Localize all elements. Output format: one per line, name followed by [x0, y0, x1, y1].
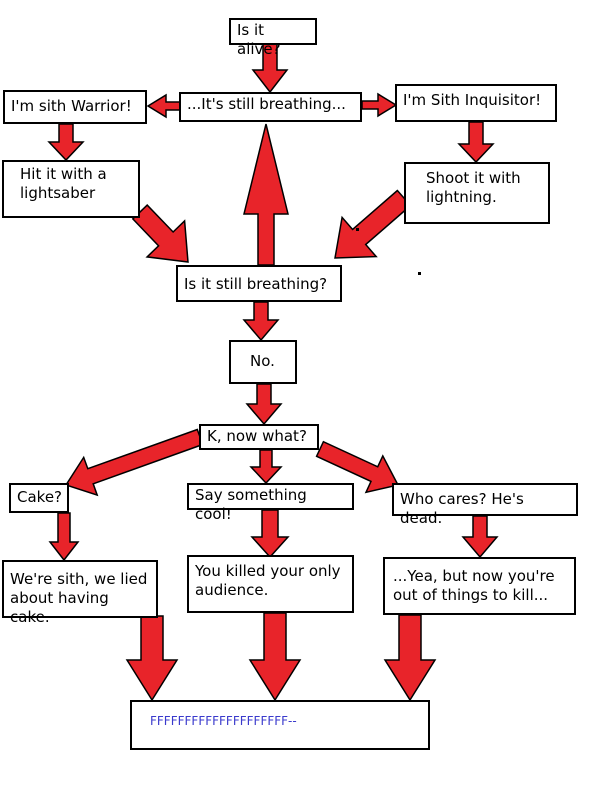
- node-killed-only-audience: You killed your only audience.: [187, 555, 354, 613]
- arrow-lightning-to-still-breathing: [334, 189, 412, 259]
- node-still-breathing-top: ...It's still breathing...: [179, 92, 362, 122]
- node-no: No.: [229, 340, 297, 384]
- node-lied-about-cake: We're sith, we lied about having cake.: [2, 560, 158, 626]
- node-is-it-still-breathing: Is it still breathing?: [176, 265, 342, 302]
- stray-dot: [356, 228, 359, 231]
- node-shoot-with-lightning: Shoot it with lightning.: [404, 162, 550, 224]
- arrow-lightsaber-to-still-breathing: [131, 204, 189, 263]
- stray-dot: [418, 272, 421, 275]
- arrow-yea-to-final: [383, 614, 437, 702]
- arrow-to-who-cares: [315, 440, 400, 494]
- node-is-it-alive: Is it alive?: [229, 18, 317, 58]
- node-say-something-cool: Say something cool!: [187, 483, 354, 523]
- arrow-cool-to-audience: [250, 509, 290, 559]
- arrow-audience-to-final: [248, 612, 302, 702]
- arrow-to-cake: [64, 428, 204, 497]
- node-final-scream: FFFFFFFFFFFFFFFFFFFF--: [130, 700, 430, 750]
- arrow-to-warrior: [146, 93, 181, 119]
- node-hit-with-lightsaber: Hit it with a lightsaber: [2, 160, 140, 218]
- arrow-lied-to-final: [125, 615, 179, 702]
- arrow-to-now-what: [245, 383, 283, 426]
- arrow-alive-to-breathing: [251, 43, 289, 94]
- arrow-who-cares-to-yea: [461, 515, 499, 559]
- arrow-loop-up: [243, 123, 289, 266]
- arrow-inquisitor-to-lightning: [457, 121, 495, 164]
- arrow-cake-to-lied: [48, 512, 80, 562]
- node-sith-warrior: I'm sith Warrior!: [3, 90, 147, 124]
- node-cake: Cake?: [9, 483, 69, 513]
- arrow-to-no: [242, 301, 280, 342]
- arrow-warrior-to-lightsaber: [47, 123, 85, 162]
- node-out-of-things-to-kill: ...Yea, but now you're out of things to …: [383, 557, 576, 615]
- node-sith-inquisitor: I'm Sith Inquisitor!: [395, 84, 557, 122]
- arrow-to-say-cool: [249, 449, 283, 485]
- node-who-cares: Who cares? He's dead.: [392, 483, 578, 527]
- node-now-what: K, now what?: [199, 424, 319, 450]
- arrow-to-inquisitor: [361, 92, 398, 118]
